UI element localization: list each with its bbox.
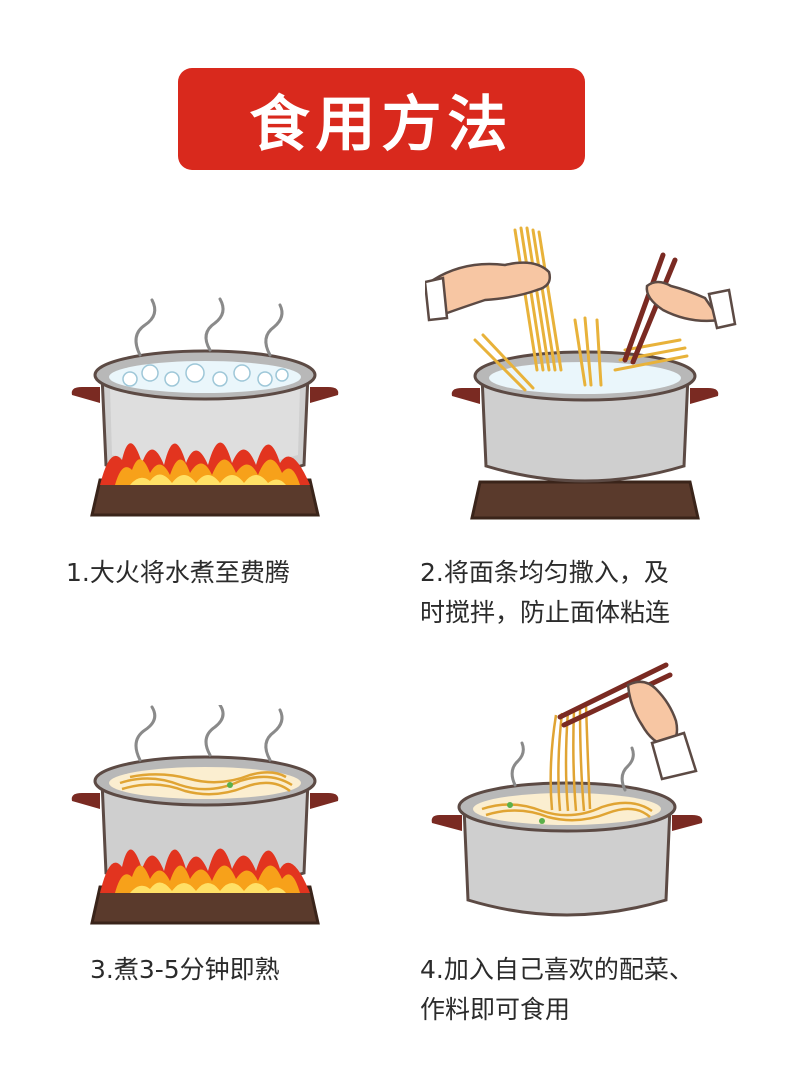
step-4-caption-line-1: 4.加入自己喜欢的配菜、 [420, 955, 694, 984]
step-2-caption-line-1: 2.将面条均匀撒入，及 [420, 558, 669, 587]
noodles-into-pot-icon [425, 226, 737, 520]
serving-noodles-pot-icon [431, 662, 703, 917]
page-title: 食用方法 [249, 89, 514, 160]
step-4-illustration [430, 655, 720, 930]
step-2-illustration [425, 220, 740, 525]
step-1-illustration [60, 295, 350, 525]
boiling-pot-on-fire-icon [71, 297, 339, 517]
title-banner: 食用方法 [178, 68, 585, 170]
step-1-caption: 1.大火将水煮至费腾 [66, 553, 290, 593]
step-4-caption-line-2: 作料即可食用 [420, 995, 571, 1024]
step-3-illustration [60, 705, 350, 930]
step-4-caption: 4.加入自己喜欢的配菜、 作料即可食用 [420, 950, 694, 1030]
step-3-caption: 3.煮3-5分钟即熟 [90, 950, 280, 990]
step-1-caption-line-1: 1.大火将水煮至费腾 [66, 558, 290, 587]
step-2-caption-line-2: 时搅拌，防止面体粘连 [420, 598, 671, 627]
step-3-caption-line-1: 3.煮3-5分钟即熟 [90, 955, 280, 984]
cooking-noodles-pot-icon [71, 705, 339, 925]
step-2-caption: 2.将面条均匀撒入，及 时搅拌，防止面体粘连 [420, 553, 670, 633]
